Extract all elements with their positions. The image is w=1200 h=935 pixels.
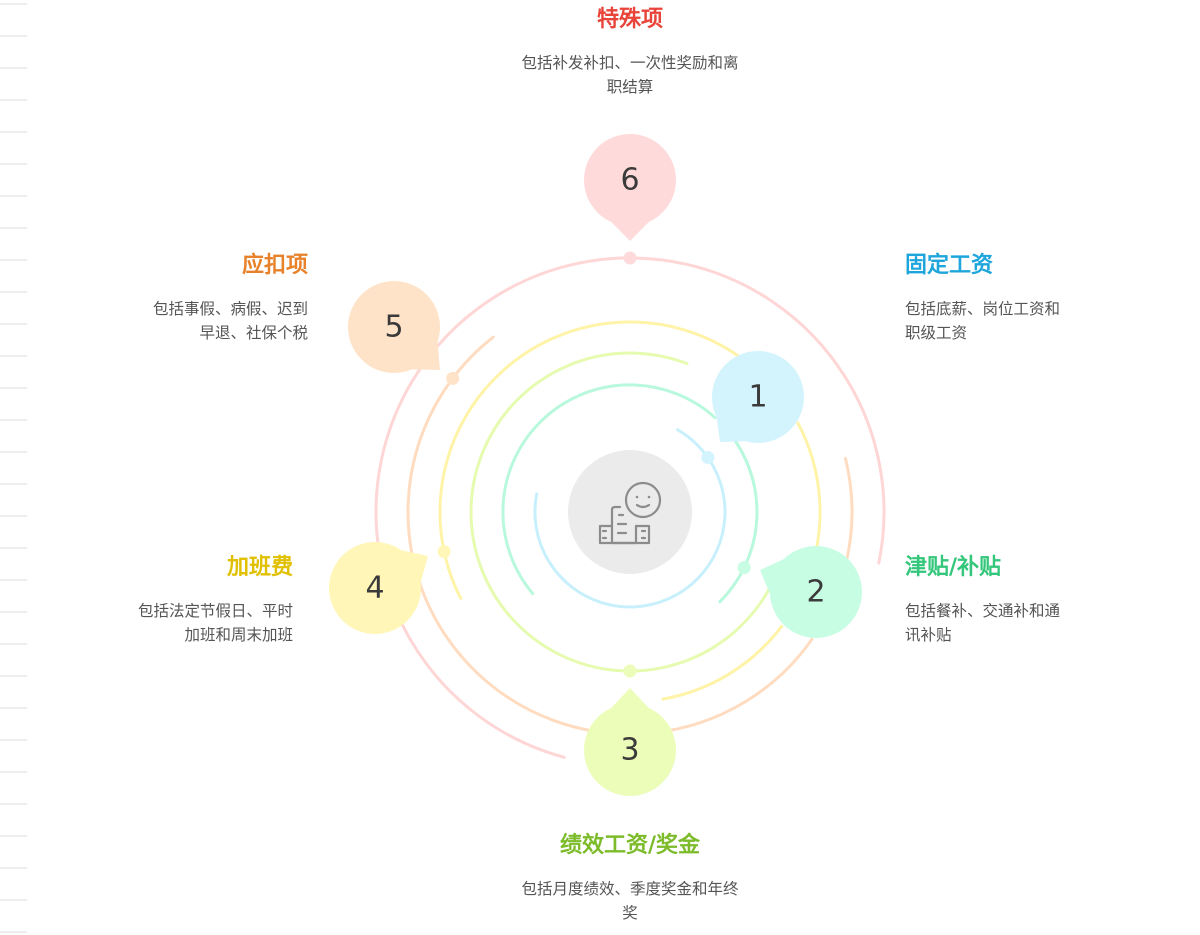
desc-fixed-salary: 包括底薪、岗位工资和 职级工资 [905,297,1060,345]
ring-dot [623,664,637,678]
title-deductions: 应扣项 [241,253,308,278]
ring-dot [446,371,460,385]
ring-arc [406,335,814,736]
desc-line: 加班和周末加班 [184,626,293,644]
title-performance-bonus: 绩效工资/奖金 [559,833,701,858]
bubble-circle [712,351,804,443]
step-number: 1 [748,380,767,415]
step-bubble-3: 3 [584,688,676,796]
desc-line: 包括月度绩效、季度奖金和年终 [521,880,739,898]
step-bubble-5: 5 [348,281,440,373]
bubble-tail [611,222,649,241]
desc-line: 包括餐补、交通补和通 [905,602,1061,620]
ring-arc [661,624,784,701]
desc-performance-bonus: 包括月度绩效、季度奖金和年终 奖 [521,877,738,925]
edge-decoration [0,0,27,935]
bubble-circle [348,281,440,373]
ring-dot [737,561,751,575]
desc-line: 包括事假、病假、迟到 [152,300,308,318]
desc-overtime: 包括法定节假日、平时 加班和周末加班 [138,599,293,647]
ring-arc [469,351,771,673]
ring-arc [438,320,741,600]
ring-arc [374,256,886,759]
desc-deductions: 包括事假、病假、迟到 早退、社保个税 [153,297,308,345]
desc-allowance: 包括餐补、交通补和通 讯补贴 [905,599,1060,647]
step-number: 5 [384,310,403,345]
title-special-items: 特殊项 [596,7,664,32]
step-bubble-2: 2 [760,546,862,638]
title-allowance: 津贴/补贴 [905,555,1002,580]
title-overtime: 加班费 [226,555,293,580]
desc-line: 职级工资 [905,324,968,342]
ring-dot [437,545,451,559]
ring-dot [701,451,715,465]
desc-line: 奖 [622,904,638,922]
ring-arc [843,456,854,560]
step-number: 4 [365,571,384,606]
step-bubble-6: 6 [584,134,676,241]
desc-line: 早退、社保个税 [199,324,308,342]
ring-arc [533,428,727,609]
ring-arc [718,439,759,604]
building-smiley-icon [598,481,662,545]
bubble-circle [329,542,421,634]
desc-line: 包括底薪、岗位工资和 [905,300,1061,318]
bubble-circle [584,134,676,226]
desc-line: 包括补发补扣、一次性奖励和离 [521,54,739,72]
desc-line: 包括法定节假日、平时 [137,602,293,620]
step-bubble-1: 1 [712,351,804,443]
ring-arc [501,383,717,596]
bubble-circle [584,704,676,796]
step-number: 3 [620,733,639,768]
bubble-tail [611,688,649,708]
center-hub [568,450,692,574]
ring-dot [623,251,637,265]
step-number: 2 [806,575,825,610]
step-number: 6 [620,163,639,198]
bubble-circle [770,546,862,638]
step-bubble-4: 4 [329,542,428,634]
desc-special-items: 包括补发补扣、一次性奖励和离 职结算 [521,51,738,99]
title-fixed-salary: 固定工资 [905,253,994,278]
desc-line: 职结算 [606,78,654,96]
desc-line: 讯补贴 [905,626,952,644]
